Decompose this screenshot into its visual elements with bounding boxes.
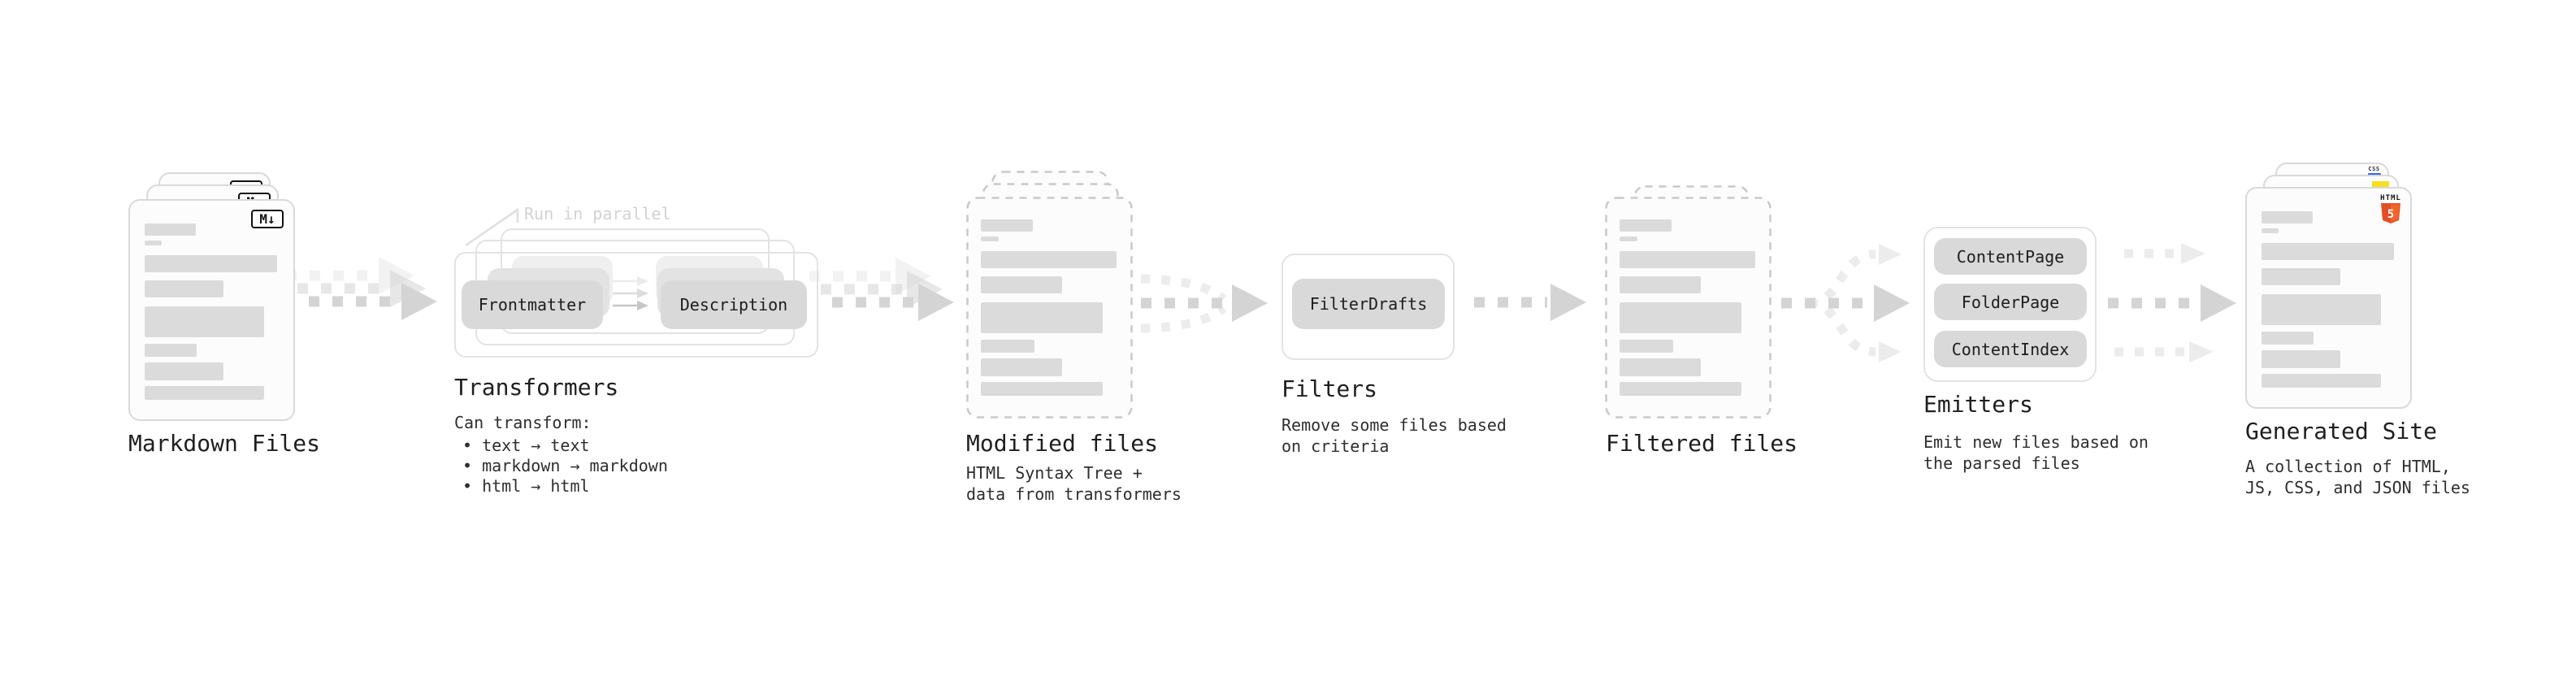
skeleton-line (1620, 382, 1742, 396)
skeleton-line (145, 386, 264, 400)
filterdrafts-badge: FilterDrafts (1292, 279, 1445, 329)
skeleton-line (1620, 236, 1637, 241)
desc-line: Remove some files based (1281, 415, 1507, 435)
skeleton-line (145, 344, 197, 357)
node-title-modified-files: Modified files (966, 430, 1159, 457)
document-content-placeholder (130, 201, 293, 400)
skeleton-line (145, 306, 264, 337)
flow-arrow-markdown-to-transformers (286, 257, 437, 320)
skeleton-line (1620, 251, 1756, 268)
desc-line: JS, CSS, and JSON files (2245, 478, 2470, 497)
bullet-item: • html → html (462, 476, 590, 496)
skeleton-line (981, 219, 1034, 232)
js-file-icon (2372, 181, 2389, 189)
skeleton-line (2262, 294, 2381, 325)
skeleton-line (981, 276, 1062, 293)
desc-line: the parsed files (1923, 453, 2080, 473)
filters-description: Remove some files based on criteria (1281, 414, 1507, 457)
skeleton-line (1620, 340, 1673, 353)
skeleton-line (981, 251, 1117, 268)
run-in-parallel-note: Run in parallel (524, 204, 671, 223)
skeleton-line (2262, 211, 2313, 223)
transformers-desc-heading: Can transform: (454, 413, 592, 432)
skeleton-line (981, 236, 999, 241)
transformers-description: Can transform: • text → text • markdown … (454, 412, 668, 497)
contentpage-badge: ContentPage (1934, 238, 2087, 275)
markdown-file-icon: M↓ (251, 210, 284, 228)
flow-arrow-modified-to-filters (1140, 274, 1268, 333)
document-content-placeholder (966, 197, 1133, 396)
description-badge: Description (661, 280, 807, 329)
document-content-placeholder (2247, 189, 2410, 388)
bullet-item: • text → text (462, 436, 590, 455)
skeleton-line (2262, 350, 2341, 368)
node-title-emitters: Emitters (1923, 391, 2033, 418)
skeleton-line (1620, 276, 1701, 293)
document-card: M↓ (128, 199, 295, 421)
emitters-description: Emit new files based on the parsed files (1923, 432, 2149, 474)
skeleton-line (2262, 332, 2314, 345)
flow-arrow-filtered-to-emitters (1781, 244, 1910, 362)
flow-arrow-filters-to-filtered (1474, 284, 1586, 321)
html5-icon-number: 5 (2387, 208, 2394, 221)
skeleton-line (981, 358, 1062, 376)
transformer-run-outline (454, 252, 818, 358)
flow-arrow-emitters-to-generated (2108, 243, 2236, 362)
skeleton-line (145, 223, 196, 236)
skeleton-line (981, 302, 1104, 333)
transformers-bullet-list: • text → text • markdown → markdown • ht… (454, 436, 668, 497)
html5-icon-word: HTML (2380, 194, 2401, 202)
desc-line: A collection of HTML, (2245, 457, 2451, 476)
modified-files-description: HTML Syntax Tree + data from transformer… (966, 462, 1182, 505)
folderpage-badge: FolderPage (1934, 284, 2087, 320)
skeleton-line (1620, 219, 1672, 232)
desc-line: data from transformers (966, 484, 1182, 504)
skeleton-line (2262, 268, 2341, 285)
document-content-placeholder (1605, 197, 1772, 396)
frontmatter-badge: Frontmatter (462, 280, 603, 329)
skeleton-line (2262, 243, 2395, 260)
node-title-generated-site: Generated Site (2245, 418, 2438, 445)
desc-line: HTML Syntax Tree + (966, 463, 1143, 483)
node-title-filters: Filters (1281, 375, 1378, 402)
skeleton-line (145, 362, 224, 380)
node-title-markdown-files: Markdown Files (128, 430, 321, 457)
skeleton-line (145, 280, 224, 297)
skeleton-line (145, 241, 163, 245)
document-card: HTML 5 (2245, 187, 2412, 409)
node-title-transformers: Transformers (454, 374, 619, 401)
desc-line: Emit new files based on (1923, 432, 2149, 452)
flow-arrow-transformers-to-modified (809, 258, 954, 321)
bullet-item: • markdown → markdown (462, 456, 668, 475)
skeleton-line (981, 382, 1104, 396)
generated-site-description: A collection of HTML, JS, CSS, and JSON … (2245, 456, 2470, 498)
css-icon-label: CSS (2368, 166, 2380, 172)
desc-line: on criteria (1281, 436, 1390, 456)
document-card (1605, 197, 1772, 419)
node-title-filtered-files: Filtered files (1606, 430, 1798, 457)
skeleton-line (981, 340, 1034, 353)
skeleton-line (2262, 228, 2279, 233)
skeleton-line (1620, 302, 1742, 333)
html5-file-icon: HTML 5 (2380, 195, 2401, 228)
skeleton-line (2262, 374, 2381, 388)
skeleton-line (145, 255, 278, 272)
document-card (966, 197, 1133, 419)
skeleton-line (1620, 358, 1701, 376)
html5-shield: 5 (2381, 203, 2400, 223)
contentindex-badge: ContentIndex (1934, 331, 2087, 367)
